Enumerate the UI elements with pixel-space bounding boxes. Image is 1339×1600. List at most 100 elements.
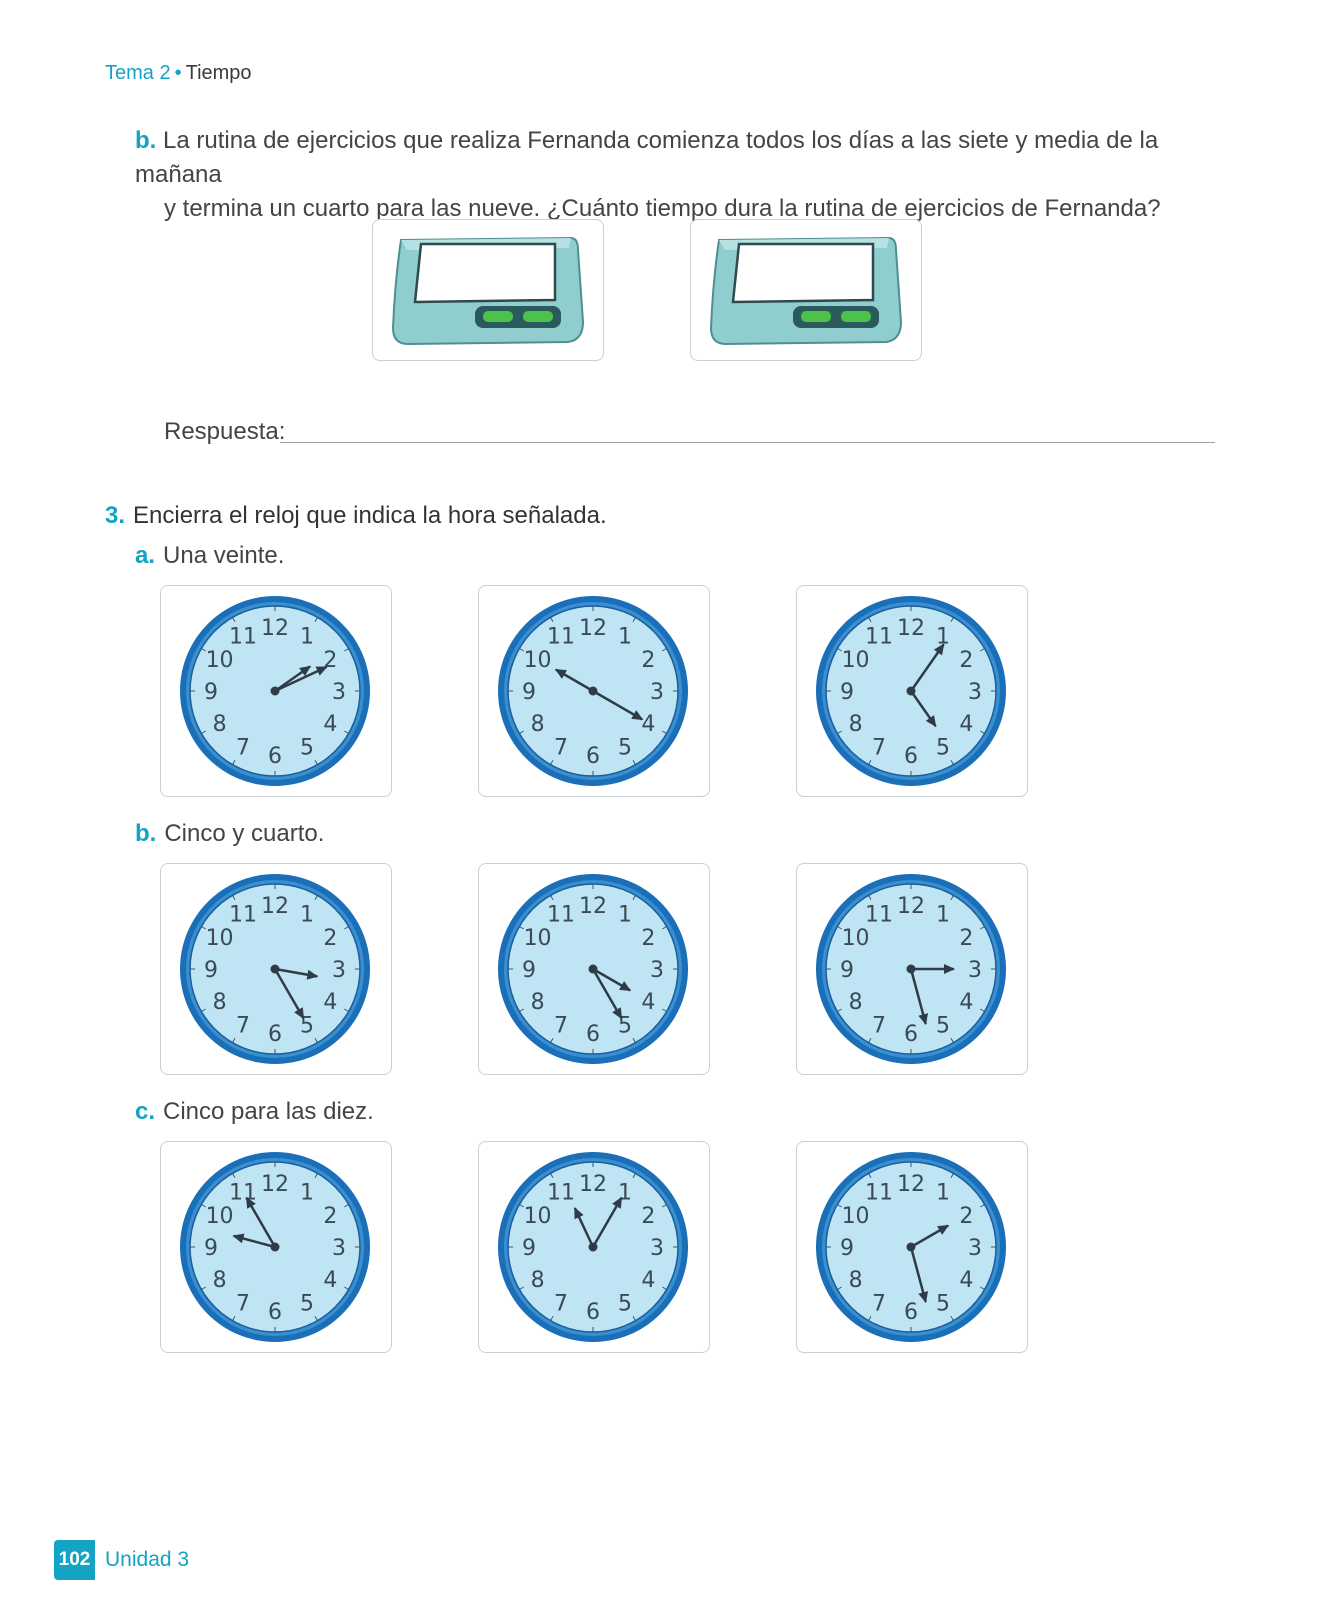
- clock-number: 3: [650, 680, 664, 705]
- minute-hand: [909, 1245, 927, 1303]
- clock-number: 3: [332, 680, 346, 705]
- clock-number: 2: [641, 926, 655, 951]
- answer-line[interactable]: [280, 442, 1215, 443]
- clock-tick: [980, 648, 985, 652]
- clock-center: [270, 964, 280, 974]
- answer-label: Respuesta:: [164, 418, 286, 445]
- hour-hand-tip: [944, 964, 955, 974]
- clock-number: 9: [204, 680, 218, 705]
- clock-tick: [662, 926, 667, 930]
- clock-number: 1: [618, 625, 632, 650]
- clock-center: [906, 964, 916, 974]
- clock-number: 11: [865, 1181, 893, 1206]
- clock-tick: [201, 1286, 206, 1290]
- clock-number: 2: [323, 926, 337, 951]
- clock-tick: [950, 1038, 954, 1043]
- clock-number: 10: [842, 1204, 870, 1229]
- clock-tick: [632, 1038, 636, 1043]
- clock-number: 1: [936, 1181, 950, 1206]
- clock-tick: [837, 730, 842, 734]
- clock-tick: [950, 760, 954, 765]
- clock-tick: [344, 648, 349, 652]
- clock-number: 11: [229, 903, 257, 928]
- clock-number: 9: [204, 958, 218, 983]
- clock-tick: [314, 1038, 318, 1043]
- clock-tick: [632, 760, 636, 765]
- timer-box-end[interactable]: [690, 219, 922, 361]
- question-b-line1: La rutina de ejercicios que realiza Fern…: [135, 127, 1159, 188]
- clock-number: 2: [959, 1204, 973, 1229]
- minute-hand: [245, 1197, 277, 1249]
- clock-tick: [519, 1286, 524, 1290]
- clock-number: 8: [213, 1268, 227, 1293]
- clock-tick: [662, 730, 667, 734]
- minute-hand: [591, 1197, 623, 1249]
- clock-tick: [980, 926, 985, 930]
- clock-number: 4: [323, 712, 337, 737]
- clock-tick: [980, 1204, 985, 1208]
- clock-tick: [632, 1173, 636, 1178]
- clock-tick: [950, 1173, 954, 1178]
- clock-number: 8: [849, 1268, 863, 1293]
- clock-number: 9: [840, 1236, 854, 1261]
- clock-number: 5: [300, 1291, 314, 1316]
- clock-number: 8: [213, 712, 227, 737]
- minute-hand-tip: [612, 1196, 622, 1209]
- clock-tick: [314, 617, 318, 622]
- clock-number: 12: [261, 1172, 289, 1197]
- clock-number: 3: [650, 1236, 664, 1261]
- clock-center: [588, 964, 598, 974]
- clock-tick: [232, 895, 236, 900]
- clock-number: 3: [332, 1236, 346, 1261]
- clock-tick: [837, 1286, 842, 1290]
- digital-timer-icon: [391, 236, 585, 346]
- clock-center: [588, 686, 598, 696]
- clock-number: 10: [842, 648, 870, 673]
- clock-number: 12: [897, 616, 925, 641]
- subject-label: Tiempo: [185, 62, 252, 84]
- clock-tick: [519, 648, 524, 652]
- clock-number: 1: [936, 903, 950, 928]
- clock-number: 1: [300, 625, 314, 650]
- page-header: Tema 2•Tiempo: [105, 62, 252, 85]
- clock-tick: [519, 1204, 524, 1208]
- clock-number: 5: [300, 735, 314, 760]
- clock-number: 7: [872, 735, 886, 760]
- clock-number: 3: [650, 958, 664, 983]
- clock-number: 9: [840, 958, 854, 983]
- question-b-line2: y termina un cuarto para las nueve. ¿Cuá…: [164, 195, 1161, 222]
- clock-number: 2: [959, 926, 973, 951]
- clock-tick: [201, 1008, 206, 1012]
- clock-tick: [550, 617, 554, 622]
- clock-number: 10: [842, 926, 870, 951]
- clock-number: 8: [849, 712, 863, 737]
- clock-number: 4: [959, 712, 973, 737]
- timer-box-start[interactable]: [372, 219, 604, 361]
- clock-number: 2: [323, 648, 337, 673]
- clock-number: 6: [904, 1022, 918, 1047]
- clock-tick: [201, 1204, 206, 1208]
- clock-tick: [980, 1008, 985, 1012]
- clock-tick: [232, 1038, 236, 1043]
- hour-hand-tip: [619, 981, 632, 991]
- clock-tick: [980, 730, 985, 734]
- clock-center: [906, 686, 916, 696]
- clock-number: 3: [968, 680, 982, 705]
- clock-number: 4: [323, 990, 337, 1015]
- clock-number: 9: [522, 680, 536, 705]
- clock-center: [906, 1242, 916, 1252]
- clock-tick: [868, 1173, 872, 1178]
- hour-hand-tip: [299, 665, 312, 677]
- clock-number: 12: [579, 1172, 607, 1197]
